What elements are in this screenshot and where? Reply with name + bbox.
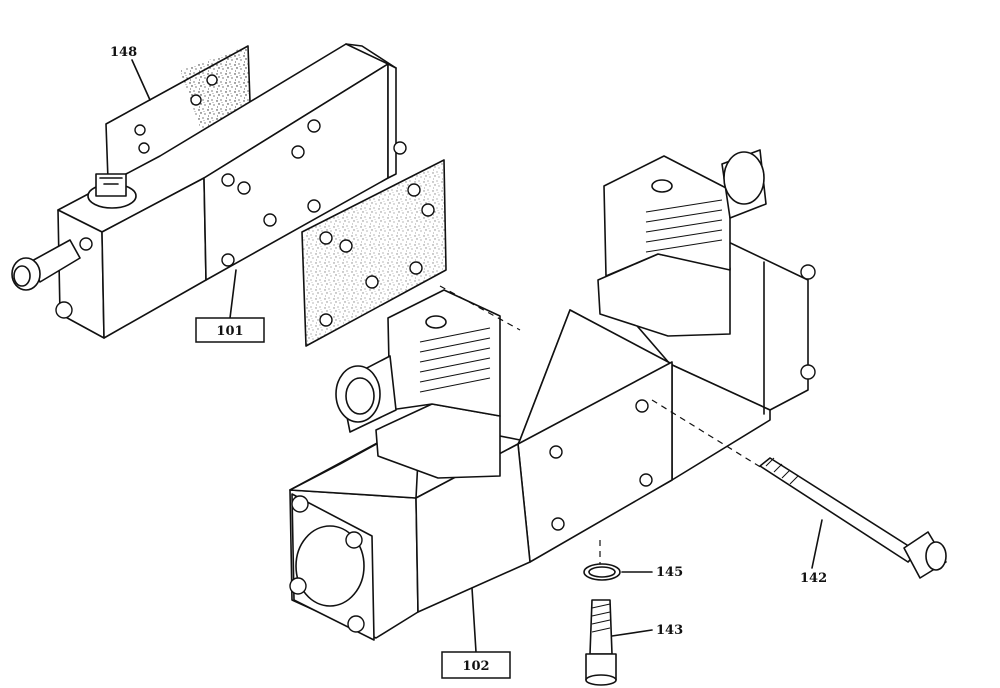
callout-143: 143: [656, 623, 683, 638]
callout-box-101: 101: [195, 317, 265, 343]
callout-102: 102: [462, 659, 489, 674]
valve-body-101: [11, 43, 407, 339]
bolt-142: [759, 457, 947, 579]
valve-assembly-102: [289, 149, 816, 641]
callout-145: 145: [656, 565, 683, 580]
screw-143: [585, 599, 617, 686]
callout-box-102: 102: [441, 651, 511, 679]
leader-lines: [131, 59, 823, 653]
o-ring-145: [583, 563, 621, 581]
gasket-middle: [301, 159, 447, 347]
callout-101: 101: [216, 324, 243, 339]
callout-148: 148: [110, 45, 137, 60]
callout-142: 142: [800, 571, 827, 586]
